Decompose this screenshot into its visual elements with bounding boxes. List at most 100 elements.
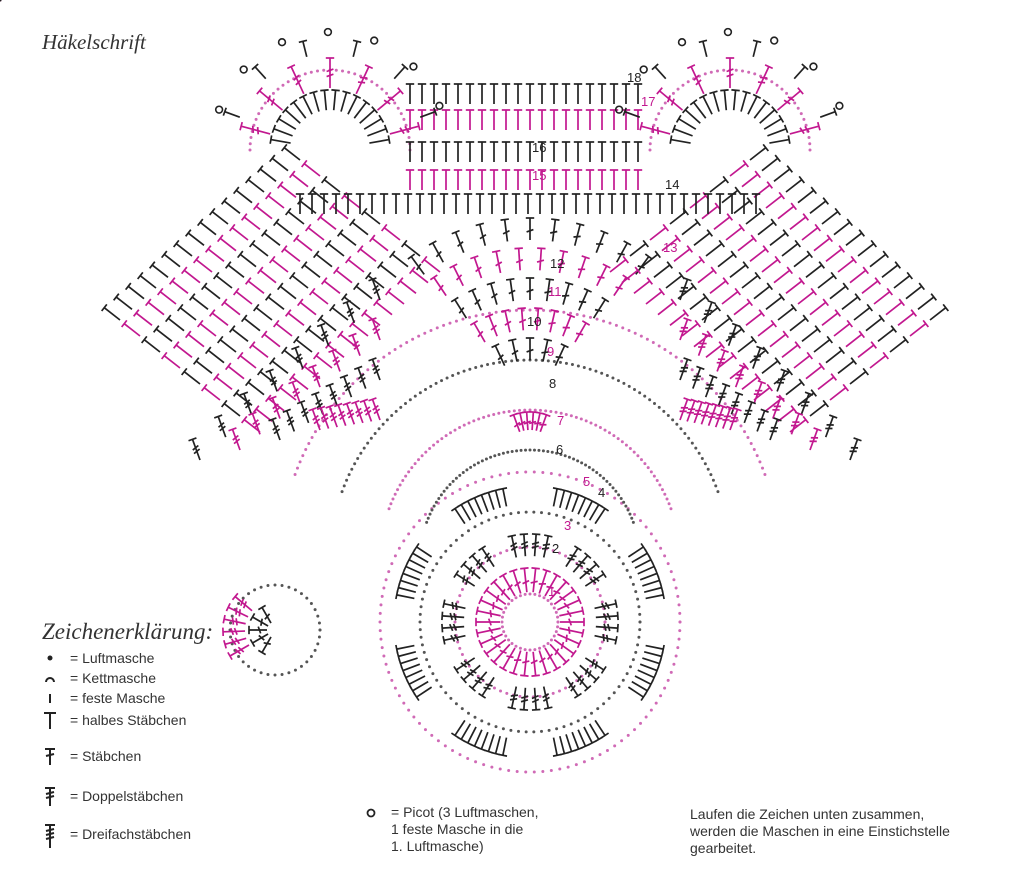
stitch-stem xyxy=(357,367,367,389)
stitch-stem xyxy=(797,291,815,305)
stitch-stem xyxy=(191,439,201,461)
chain-dot xyxy=(648,148,652,152)
tr-stitch xyxy=(231,592,253,612)
hdc-stitch xyxy=(457,501,472,521)
stitch-top xyxy=(886,287,894,296)
chain-dot xyxy=(281,83,285,87)
chain-dot xyxy=(434,381,438,385)
chain-dot xyxy=(785,91,789,95)
tr-stitch xyxy=(679,277,692,301)
stitch-stem xyxy=(790,413,800,435)
stitch-top xyxy=(648,555,654,564)
stitch-stem xyxy=(311,366,321,388)
stitch-bar xyxy=(451,601,455,610)
stitch-bar xyxy=(510,545,518,552)
hdc-stitch xyxy=(653,261,674,279)
hdc-stitch xyxy=(352,282,373,300)
stitch-stem xyxy=(577,729,587,747)
stitch-stem xyxy=(829,285,847,300)
stitch-bar xyxy=(357,81,366,84)
stitch-bar xyxy=(508,289,516,295)
hdc-stitch xyxy=(577,495,590,515)
chain-dot xyxy=(387,670,391,674)
stitch-top xyxy=(325,404,334,409)
hdc-stitch xyxy=(463,498,477,518)
chain-dot xyxy=(542,308,546,312)
stitch-stem xyxy=(829,387,847,401)
stitch-stem xyxy=(645,594,664,600)
hdc-stitch xyxy=(501,83,511,104)
chain-dot xyxy=(746,436,750,440)
stitch-stem xyxy=(759,109,776,124)
chain-dot xyxy=(444,549,448,553)
hdc-stitch xyxy=(893,271,914,289)
stitch-top xyxy=(562,658,570,666)
hdc-stitch xyxy=(681,218,702,236)
tr-stitch xyxy=(342,401,356,425)
hdc-stitch xyxy=(403,669,423,682)
stitch-top xyxy=(519,708,529,711)
hdc-stitch xyxy=(252,202,273,220)
chain-dot xyxy=(254,117,258,121)
stitch-top xyxy=(720,348,729,353)
stitch-stem xyxy=(686,400,696,422)
hdc-stitch xyxy=(120,319,141,337)
chain-dot xyxy=(399,405,403,409)
hdc-stitch xyxy=(100,303,121,321)
hdc-stitch xyxy=(232,287,253,305)
chain-dot xyxy=(230,614,234,618)
chain-dot xyxy=(397,694,401,698)
hdc-stitch xyxy=(631,549,651,564)
chain-dot xyxy=(542,644,546,648)
stitch-stem xyxy=(681,221,699,236)
chain-dot xyxy=(451,492,455,496)
dc-stitch xyxy=(544,647,562,672)
stitch-bar xyxy=(497,354,504,361)
stitch-bar xyxy=(320,330,328,337)
stitch-stem xyxy=(553,589,575,606)
hdc-stitch xyxy=(573,109,583,130)
stitch-top xyxy=(172,239,180,248)
chain-dot xyxy=(407,708,411,712)
dc-stitch xyxy=(557,633,582,649)
chain-dot xyxy=(690,368,694,372)
stitch-bar xyxy=(513,421,521,428)
hdc-stitch xyxy=(417,169,427,190)
stitch-bar xyxy=(539,657,546,663)
stitch-bar xyxy=(490,635,497,642)
stitch-bar xyxy=(504,320,512,326)
stitch-top xyxy=(156,287,164,296)
chain-dot xyxy=(413,462,417,466)
chain-dot xyxy=(458,594,462,598)
stitch-top xyxy=(256,266,264,275)
stitch-stem xyxy=(303,264,321,279)
stitch-stem xyxy=(571,494,580,513)
chain-dot xyxy=(677,603,681,607)
stitch-stem xyxy=(307,328,325,343)
stitch-top xyxy=(403,673,409,682)
hdc-stitch xyxy=(212,271,233,289)
stitch-bar xyxy=(253,422,261,429)
stitch-stem xyxy=(227,606,249,618)
chain-dot xyxy=(396,488,400,492)
chain-dot xyxy=(576,719,580,723)
tr-stitch xyxy=(542,686,553,710)
stitch-top xyxy=(228,325,236,333)
stitch-top xyxy=(268,357,276,365)
hdc-stitch xyxy=(312,250,333,268)
stitch-top xyxy=(552,572,562,579)
chain-dot xyxy=(632,450,636,454)
stitch-top xyxy=(364,271,372,280)
stitch-stem xyxy=(689,296,707,311)
chain-dot xyxy=(683,431,687,435)
stitch-top xyxy=(581,606,585,616)
dc-stitch xyxy=(573,222,585,246)
stitch-top xyxy=(383,124,389,134)
hdc-stitch xyxy=(295,193,305,214)
chain-dot xyxy=(533,408,537,412)
stitch-top xyxy=(722,175,730,184)
stitch-top xyxy=(754,170,762,179)
stitch-top xyxy=(906,271,914,280)
chain-dot xyxy=(621,326,625,330)
stitch-stem xyxy=(704,376,715,398)
